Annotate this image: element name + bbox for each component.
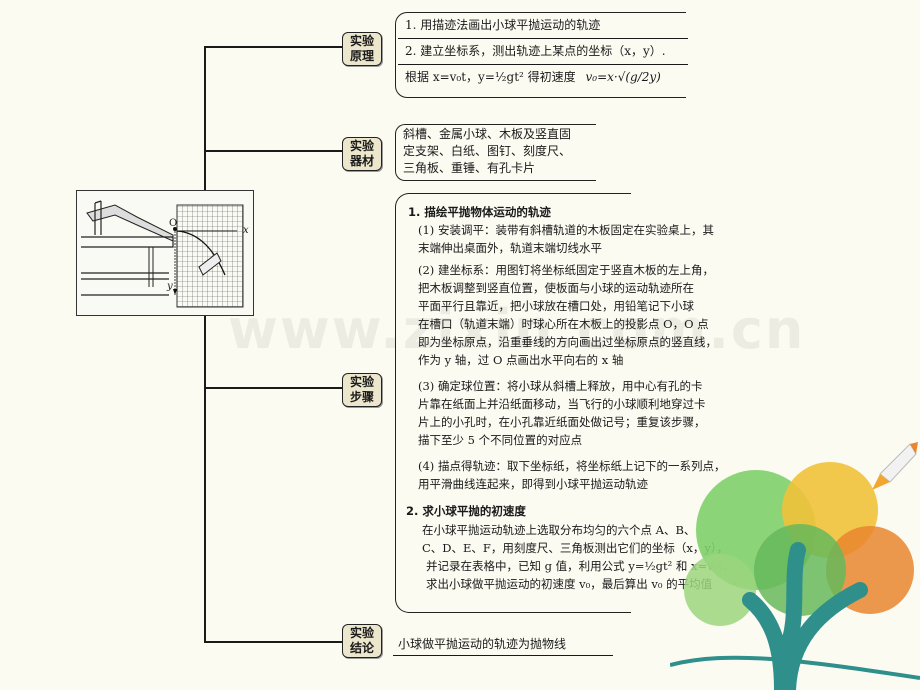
step-line: 在小球平抛运动轨迹上选取分布均匀的六个点 A、B、 [422,523,696,537]
x-axis-label: x [243,225,249,236]
origin-label: O [169,218,178,229]
step-line: 在槽口（轨道末端）时球心所在木板上的投影点 O，O 点 [418,317,709,331]
step-line: (3) 确定球位置：将小球从斜槽上释放，用中心有孔的卡 [418,379,703,393]
principle-bracket [395,12,686,98]
link-conclusion [204,641,342,643]
conclusion-label: 实验 结论 [342,624,382,658]
step-line: 末端伸出桌面外，轨道末端切线水平 [418,241,602,255]
conclusion-underline [393,655,613,657]
step-line: 平面平行且靠近，把小球放在槽口处，用铅笔记下小球 [418,299,694,313]
principle-label: 实验 原理 [342,32,382,66]
step-line: (1) 安装调平：装带有斜槽轨道的木板固定在实验桌上，其 [418,223,714,237]
equipment-line-1: 斜槽、金属小球、木板及竖直固 [403,127,572,141]
link-steps [204,387,342,389]
principle-divider-2 [398,64,688,65]
step-line: 片上的小孔时，在小孔靠近纸面处做记号；重复该步骤， [418,415,706,429]
step-line: 并记录在表格中，已知 g 值，利用公式 y=½gt² 和 x=v₀t， [426,559,735,573]
step-line: 求出小球做平抛运动的初速度 v₀，最后算出 v₀ 的平均值 [426,577,713,591]
trunk-vertical [204,46,206,642]
principle-formula: v₀=x·√(g/2y) [585,70,661,84]
step-line: 描下至少 5 个不同位置的对应点 [418,433,583,447]
principle-line-2: 2. 建立坐标系，测出轨迹上某点的坐标（x，y）. [405,44,666,58]
rocket-decoration [872,442,918,490]
steps-label: 实验 步骤 [342,373,382,407]
conclusion-text: 小球做平抛运动的轨迹为抛物线 [398,637,567,651]
principle-line-3: 根据 x=v₀t，y=½gt² 得初速度 v₀=x·√(g/2y) [405,69,661,86]
principle-divider-1 [398,38,688,39]
y-axis-label: y [167,281,173,292]
step-line: 把木板调整到竖直位置，使板面与小球的运动轨迹所在 [418,281,694,295]
step-line: 作为 y 轴，过 O 点画出水平向右的 x 轴 [418,353,624,367]
step-line: 用平滑曲线连起来，即得到小球平抛运动轨迹 [418,477,648,491]
equipment-line-2: 定支架、白纸、图钉、刻度尺、 [403,144,572,158]
step-line: (4) 描点得轨迹：取下坐标纸，将坐标纸上记下的一系列点， [418,459,726,473]
step-line: (2) 建坐标系：用图钉将坐标纸固定于竖直木板的左上角， [418,263,714,277]
step-line: 即为坐标原点，沿重垂线的方向画出过坐标原点的竖直线， [418,335,717,349]
step-line: 片靠在纸面上并沿纸面移动，当飞行的小球顺利地穿过卡 [418,397,706,411]
principle-line-3-text: 根据 x=v₀t，y=½gt² 得初速度 [405,70,576,84]
equipment-line-3: 三角板、重锤、有孔卡片 [403,161,536,175]
link-principle [204,46,342,48]
step-line: C、D、E、F，用刻度尺、三角板测出它们的坐标（x，y）， [422,541,729,555]
equipment-label: 实验 器材 [342,137,382,171]
steps-bracket [395,193,631,613]
equipment-bracket [395,124,596,181]
tree-decoration [670,462,920,690]
apparatus-drawing [81,200,244,308]
link-equipment [204,150,342,152]
watermark: www.zixin.com.cn [228,298,806,361]
step-heading-1: 1. 描绘平抛物体运动的轨迹 [408,205,551,219]
step-heading-2: 2. 求小球平抛的初速度 [406,504,526,518]
principle-line-1: 1. 用描迹法画出小球平抛运动的轨迹 [405,18,601,32]
apparatus-figure: O x y [76,190,254,316]
